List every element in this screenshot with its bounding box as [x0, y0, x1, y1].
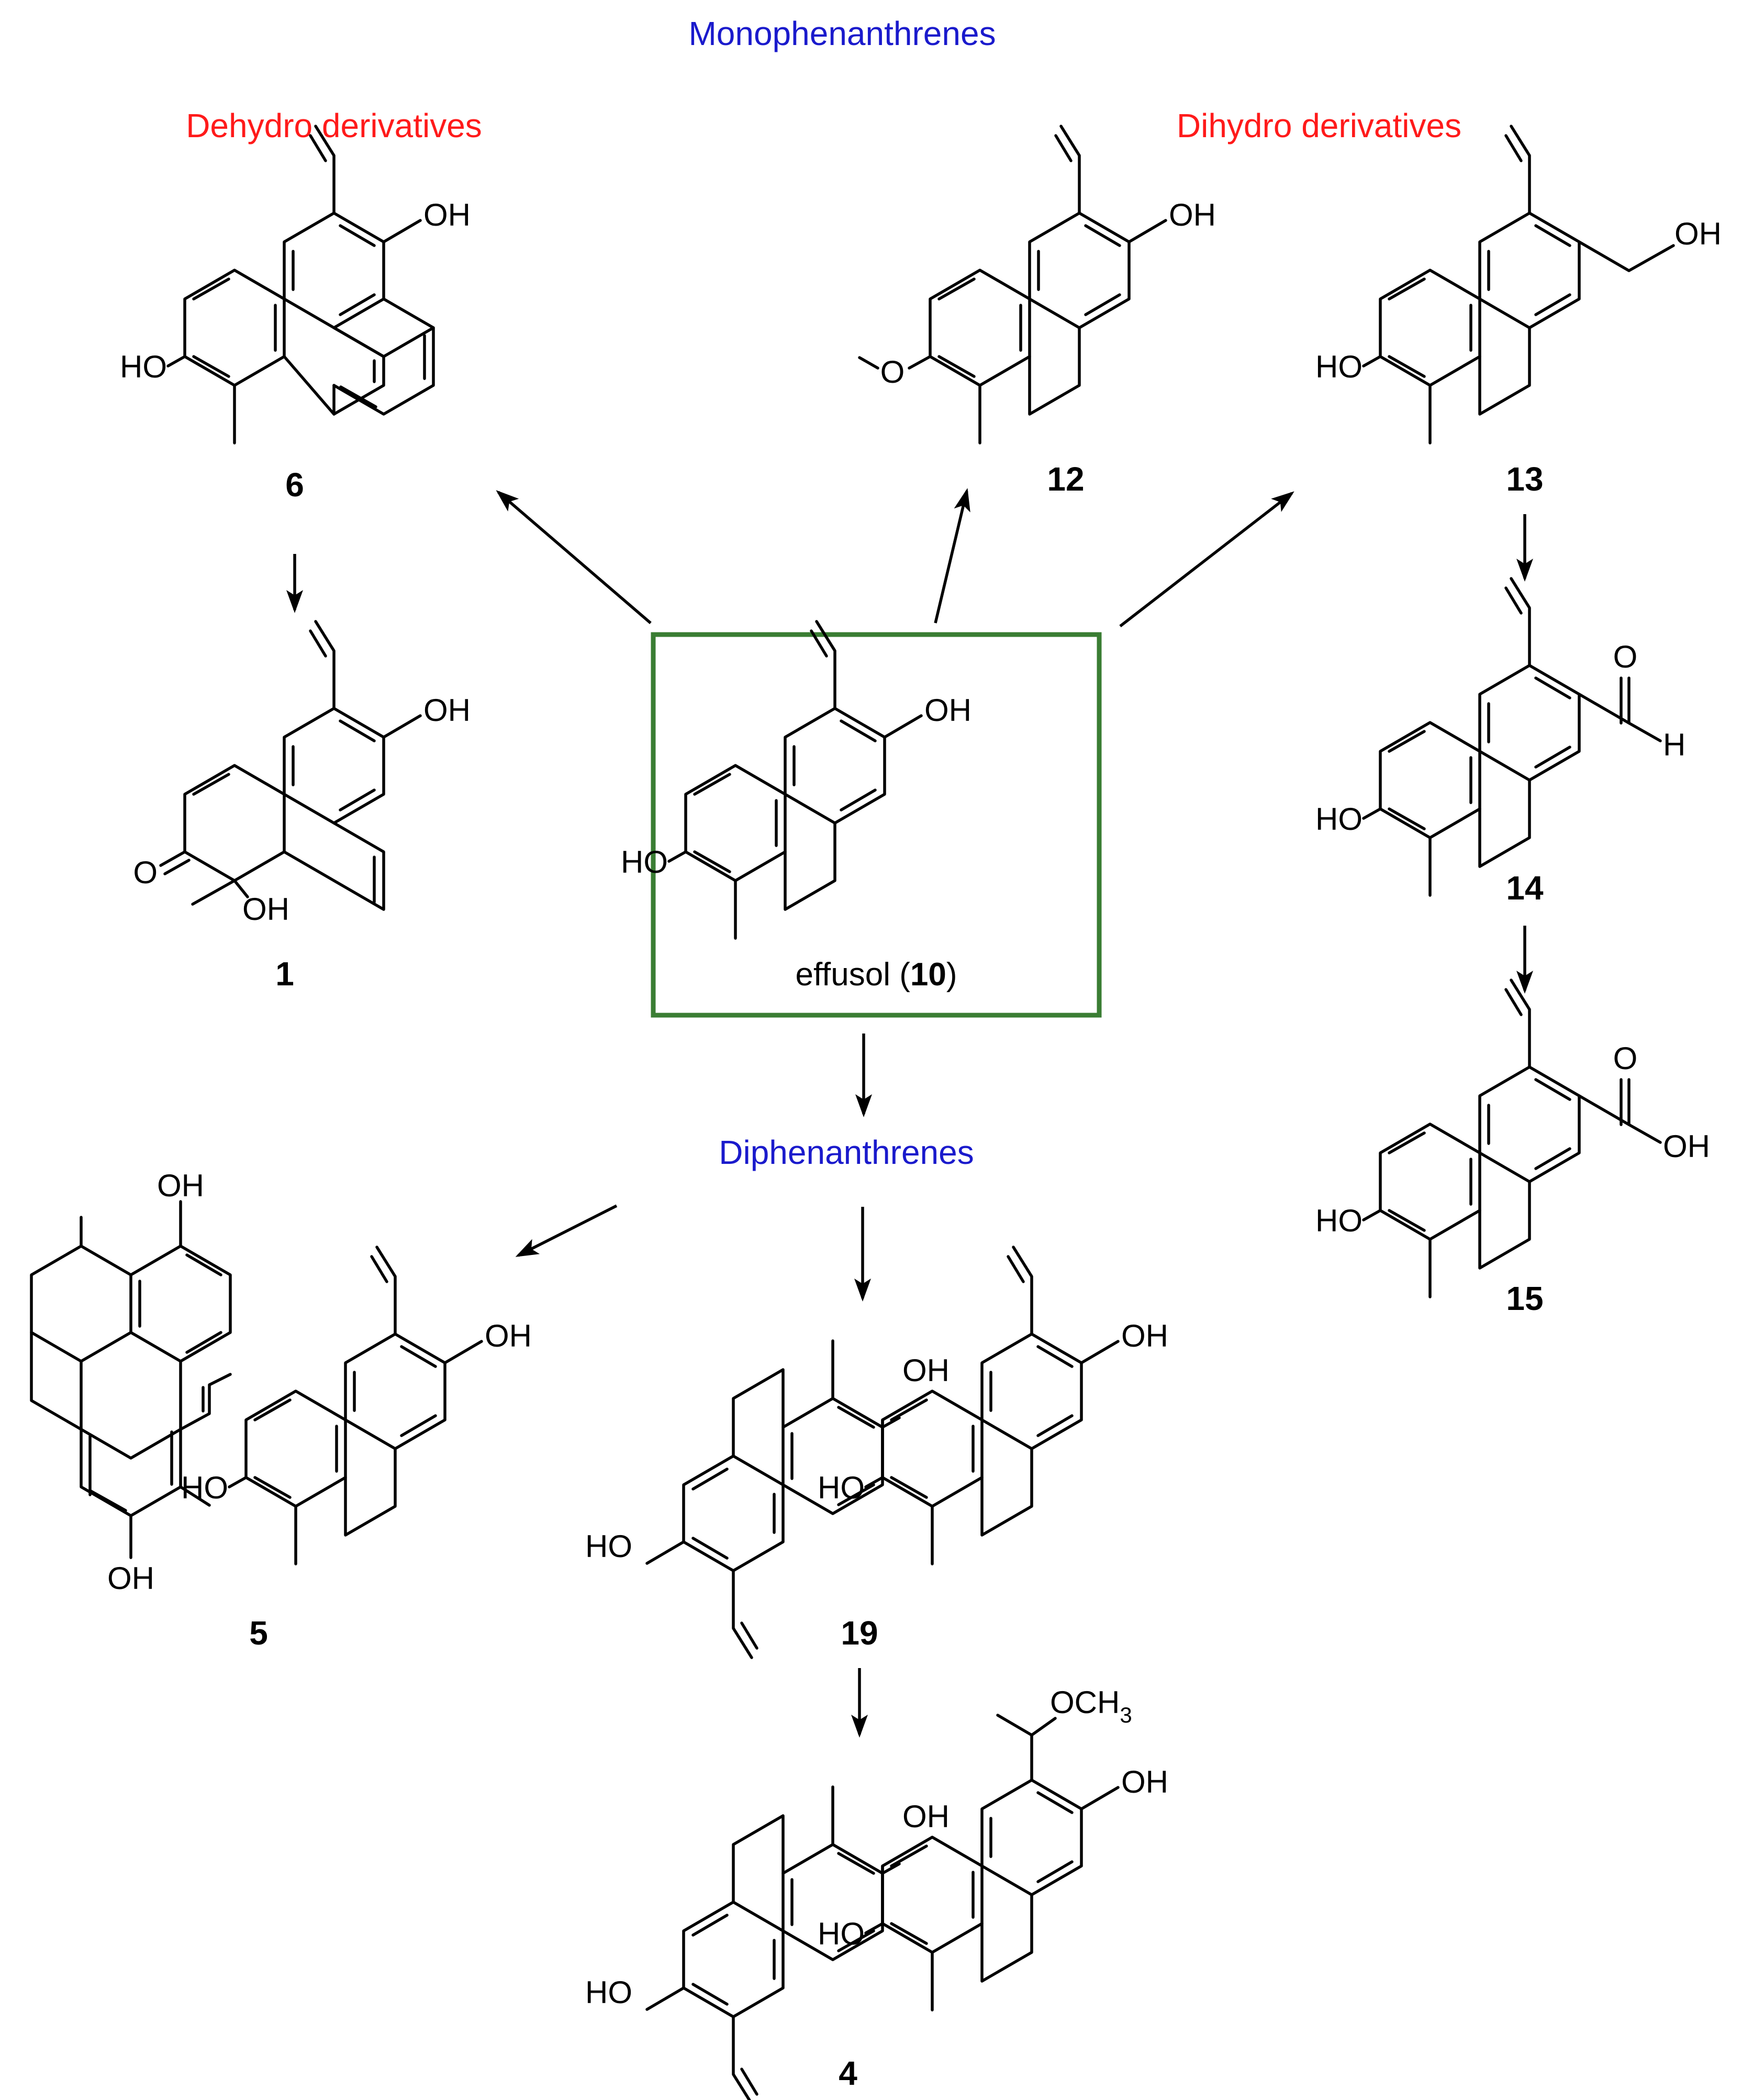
dihydro-derivatives-heading: Dihydro derivatives: [1177, 107, 1461, 145]
compound-12-structure: OH O: [858, 126, 1216, 443]
svg-text:HO: HO: [120, 349, 167, 384]
svg-text:OH: OH: [1674, 216, 1722, 251]
compound-12-label: 12: [1047, 460, 1084, 498]
effusol-highlight-box: [651, 632, 1102, 1018]
compound-14-structure: O H HO: [1315, 579, 1685, 895]
svg-text:HO: HO: [818, 1916, 865, 1951]
compound-4-structure: HO OH OH HO OCH3: [585, 1685, 1168, 2100]
svg-text:OH: OH: [423, 197, 471, 232]
svg-text:OCH3: OCH3: [1050, 1685, 1132, 1727]
effusol-structure: OH HO: [621, 621, 972, 938]
svg-text:OH: OH: [242, 892, 289, 927]
svg-text:H: H: [1663, 727, 1685, 762]
svg-text:HO: HO: [1315, 1203, 1363, 1238]
svg-text:OH: OH: [1169, 197, 1216, 232]
svg-text:HO: HO: [1315, 802, 1363, 837]
svg-text:HO: HO: [181, 1470, 228, 1505]
effusol-label: effusol (10): [795, 957, 957, 993]
svg-text:HO: HO: [585, 1529, 632, 1564]
svg-text:HO: HO: [1315, 349, 1363, 384]
arrow-effusol-to-12: [934, 488, 970, 624]
arrow-effusol-to-13: [1119, 491, 1294, 628]
compound-4-label: 4: [839, 2054, 857, 2092]
svg-text:OH: OH: [107, 1561, 154, 1596]
svg-text:O: O: [1613, 639, 1638, 674]
svg-text:OH: OH: [1121, 1764, 1168, 1799]
svg-text:OH: OH: [157, 1168, 204, 1203]
svg-text:O: O: [1613, 1041, 1638, 1076]
compound-1-label: 1: [275, 955, 294, 993]
compound-19-structure: HO OH OH HO: [585, 1247, 1168, 1658]
svg-text:O: O: [133, 855, 158, 890]
compound-6-structure: OH HO: [120, 125, 471, 445]
diphenanthrenes-heading: Diphenanthrenes: [719, 1134, 974, 1171]
compound-1-structure: OH O OH: [133, 620, 471, 927]
compound-14-label: 14: [1506, 869, 1544, 907]
compound-5-structure: OH OH OH HO: [30, 1168, 532, 1596]
compound-13-label: 13: [1506, 460, 1543, 498]
svg-text:OH: OH: [902, 1799, 950, 1834]
svg-text:OH: OH: [1663, 1129, 1710, 1164]
svg-text:OH: OH: [902, 1353, 950, 1388]
compound-15-label: 15: [1506, 1280, 1543, 1317]
dehydro-derivatives-heading: Dehydro derivatives: [186, 107, 482, 145]
svg-text:OH: OH: [924, 693, 972, 728]
svg-text:O: O: [880, 354, 905, 390]
monophenanthrenes-heading: Monophenanthrenes: [688, 15, 996, 52]
arrow-effusol-to-6: [496, 490, 652, 625]
compound-13-structure: OH HO: [1315, 126, 1722, 443]
compound-15-structure: O OH HO: [1315, 980, 1710, 1297]
svg-text:OH: OH: [423, 693, 471, 728]
arrow-diphenanthrenes-to-5: [515, 1204, 618, 1257]
svg-text:HO: HO: [585, 1975, 632, 2010]
compound-5-label: 5: [249, 1614, 268, 1652]
compound-6-label: 6: [285, 466, 304, 504]
svg-text:OH: OH: [485, 1318, 532, 1353]
svg-text:OH: OH: [1121, 1318, 1168, 1353]
svg-text:HO: HO: [818, 1470, 865, 1505]
svg-text:HO: HO: [621, 845, 668, 880]
compound-19-label: 19: [841, 1614, 878, 1652]
